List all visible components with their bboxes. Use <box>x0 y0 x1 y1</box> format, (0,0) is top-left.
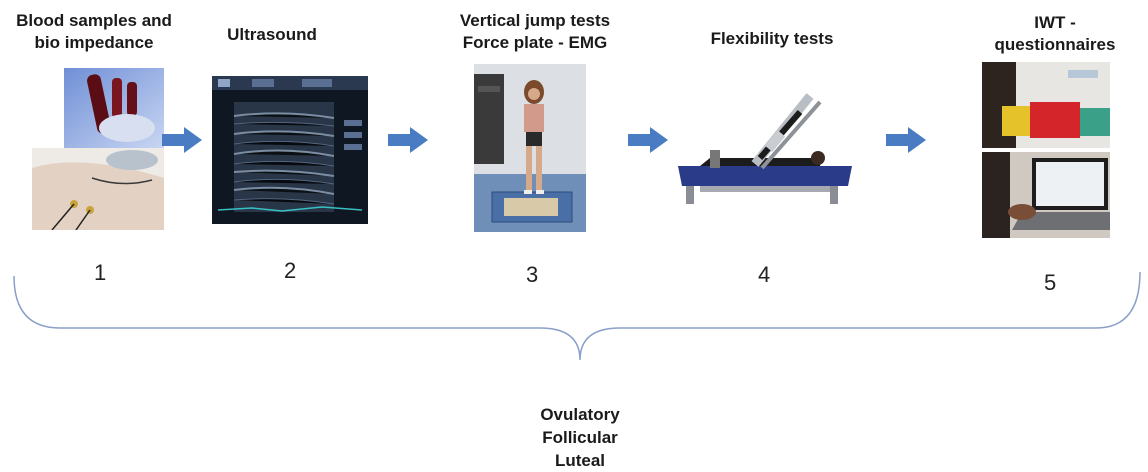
step-5-number: 5 <box>1044 270 1057 295</box>
step-4-title: Flexibility tests <box>710 29 834 48</box>
step-5-title: IWT - questionnaires <box>994 13 1116 54</box>
phase-ovulatory: Ovulatory <box>540 405 620 424</box>
step-2-image <box>212 76 368 224</box>
step-4-number: 4 <box>758 262 771 287</box>
step-4-image <box>670 86 858 210</box>
step-5-image <box>982 62 1110 238</box>
phase-luteal: Luteal <box>554 451 606 470</box>
phase-list: Ovulatory Follicular Luteal <box>480 403 680 472</box>
step-1-title: Blood samples and bio impedance <box>16 11 172 52</box>
step-2-title: Ultrasound <box>227 25 317 44</box>
step-3-image <box>474 64 586 232</box>
step-2-number: 2 <box>284 258 297 283</box>
arrow-1-to-2 <box>162 127 202 153</box>
step-3-title: Vertical jump tests Force plate - EMG <box>459 11 611 52</box>
step-1-number: 1 <box>94 260 107 285</box>
phase-follicular: Follicular <box>542 428 618 447</box>
phase-brace <box>13 271 1141 361</box>
arrow-2-to-3 <box>388 127 428 153</box>
arrow-4-to-5 <box>886 127 926 153</box>
arrow-3-to-4 <box>628 127 668 153</box>
step-3-number: 3 <box>526 262 539 287</box>
step-1-image <box>32 68 164 230</box>
